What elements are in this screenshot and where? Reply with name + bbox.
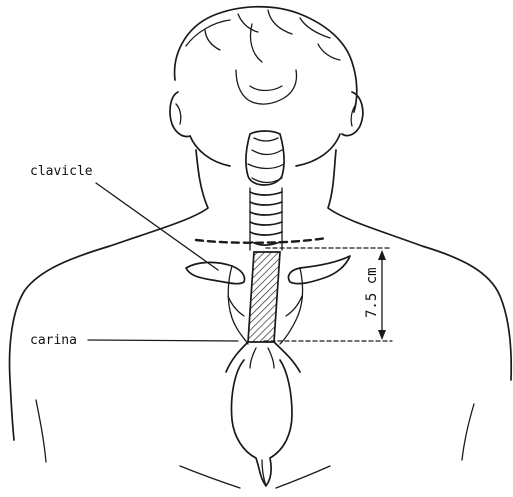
- carina-label: carina: [30, 333, 77, 348]
- carina-leader-line: [88, 340, 238, 341]
- bronchi: [226, 342, 300, 372]
- trachea-rings: [250, 188, 282, 250]
- trachea-segment-hatched: [248, 252, 280, 342]
- heart-outline: [232, 360, 293, 486]
- clavicle-label: clavicle: [30, 164, 93, 179]
- clavicle-dashed-line: [196, 238, 326, 243]
- clavicle-leader-line: [96, 183, 218, 270]
- head-outline: [170, 7, 363, 166]
- measurement-label: 7.5 cm: [364, 267, 380, 318]
- larynx: [246, 131, 284, 185]
